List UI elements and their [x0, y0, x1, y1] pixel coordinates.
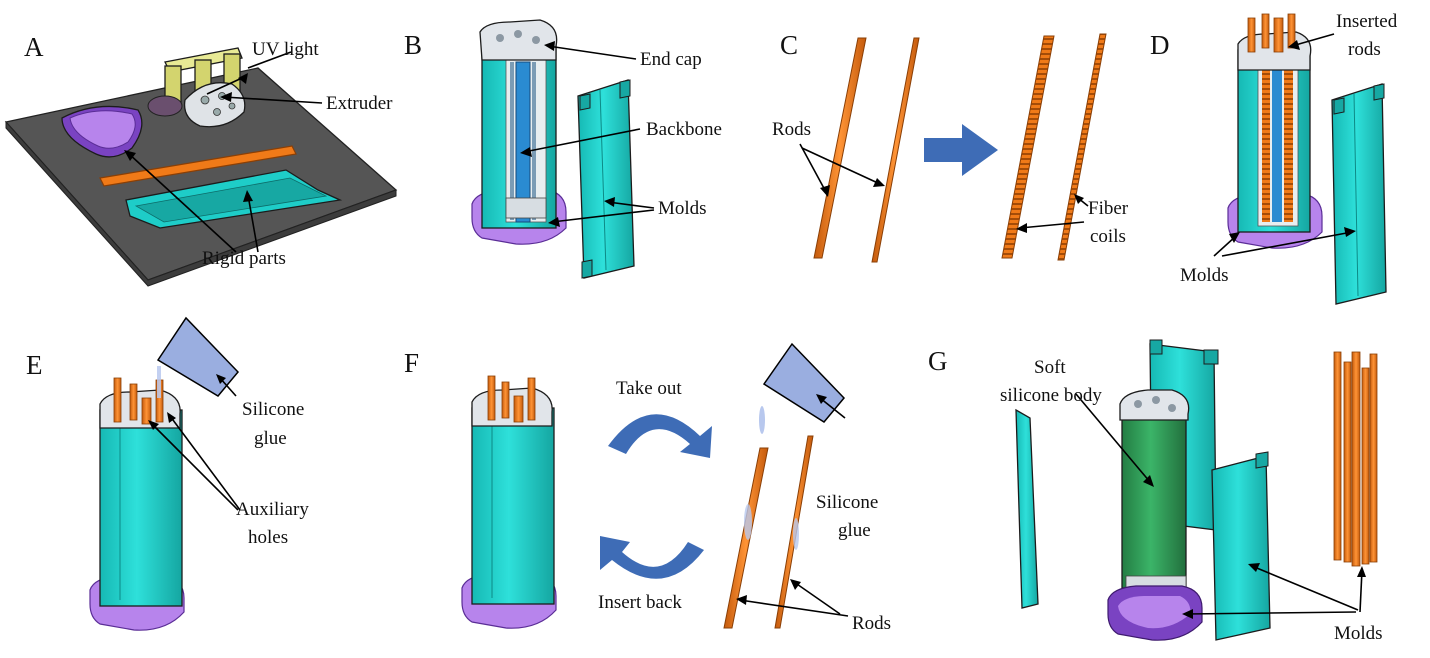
cyan-mold-part: [125, 169, 343, 229]
label-end-cap: End cap: [640, 49, 702, 70]
panel-f: F Take out Insert back Silicone glue Rod…: [404, 342, 891, 634]
panel-letter-c: C: [780, 30, 798, 60]
label-glue-f: glue: [838, 520, 871, 541]
glue-drop: [759, 406, 765, 434]
panel-d: D Inserted rods Molds: [1150, 11, 1398, 305]
panel-b: B End cap Backbone Molds: [404, 19, 722, 279]
panel-letter-e: E: [26, 350, 43, 380]
rods-e: [113, 377, 164, 425]
rod-thick: [813, 37, 867, 259]
label-rods-c: Rods: [772, 119, 811, 140]
coiled-rod-thick: [1001, 35, 1055, 259]
label-extruder: Extruder: [326, 93, 393, 114]
orange-rod-part: [99, 145, 297, 187]
rod-thin: [871, 37, 920, 263]
mold-half-right-g: [1211, 451, 1271, 641]
uv-spot: [147, 95, 183, 117]
label-silicone-e: Silicone: [242, 399, 304, 420]
label-soft: Soft: [1034, 357, 1066, 378]
label-take-out: Take out: [616, 378, 682, 399]
backbone: [515, 61, 531, 223]
label-uv-light: UV light: [252, 39, 319, 60]
mold-half-left-g: [1015, 408, 1039, 609]
label-backbone: Backbone: [646, 119, 722, 140]
end-cap: [479, 19, 558, 61]
label-molds-b: Molds: [658, 198, 707, 219]
label-fiber: Fiber: [1088, 198, 1129, 219]
label-rods-f: Rods: [852, 613, 891, 634]
transform-arrow: [924, 124, 998, 176]
panel-letter-g: G: [928, 346, 948, 376]
panel-letter-b: B: [404, 30, 422, 60]
label-holes: holes: [248, 527, 288, 548]
label-molds-g: Molds: [1334, 623, 1383, 644]
label-molds-d: Molds: [1180, 265, 1229, 286]
mold-half-right-d: [1331, 83, 1387, 305]
rods-f: [487, 375, 536, 423]
rod-f-thick: [723, 447, 769, 629]
coiled-rod-thin: [1057, 33, 1107, 261]
label-glue-e: glue: [254, 428, 287, 449]
glue-dispenser-f: [762, 342, 846, 423]
purple-cap-part: [61, 105, 143, 158]
label-rigid-parts: Rigid parts: [202, 248, 286, 269]
platform-edge: [5, 120, 397, 287]
label-coils: coils: [1090, 226, 1126, 247]
take-out-arrow: [608, 414, 712, 458]
rods-g: [1333, 351, 1378, 567]
insert-back-arrow: [600, 536, 704, 579]
mold-cylinder-f: [471, 407, 555, 605]
label-silicone-body: silicone body: [1000, 385, 1102, 406]
inserted-rods: [1247, 13, 1296, 53]
label-inserted: Inserted: [1336, 11, 1398, 32]
mold-half-right: [577, 79, 635, 279]
panel-c: C Rods Fiber coils: [772, 30, 1129, 263]
panel-e: E Silicone glue Auxiliary holes: [26, 316, 309, 631]
glue-stream: [157, 366, 161, 398]
panel-a: A: [4, 32, 398, 287]
label-silicone-f: Silicone: [816, 492, 878, 513]
label-insert-back: Insert back: [598, 592, 682, 613]
panel-letter-d: D: [1150, 30, 1170, 60]
panel-g: G Soft: [928, 339, 1383, 644]
soft-silicone-body: [1121, 403, 1187, 589]
end-cap-g: [1119, 389, 1190, 421]
label-auxiliary: Auxiliary: [236, 499, 309, 520]
panel-letter-a: A: [24, 32, 44, 62]
mold-cylinder-e: [99, 409, 183, 607]
label-rods-d: rods: [1348, 39, 1381, 60]
panel-letter-f: F: [404, 348, 419, 378]
